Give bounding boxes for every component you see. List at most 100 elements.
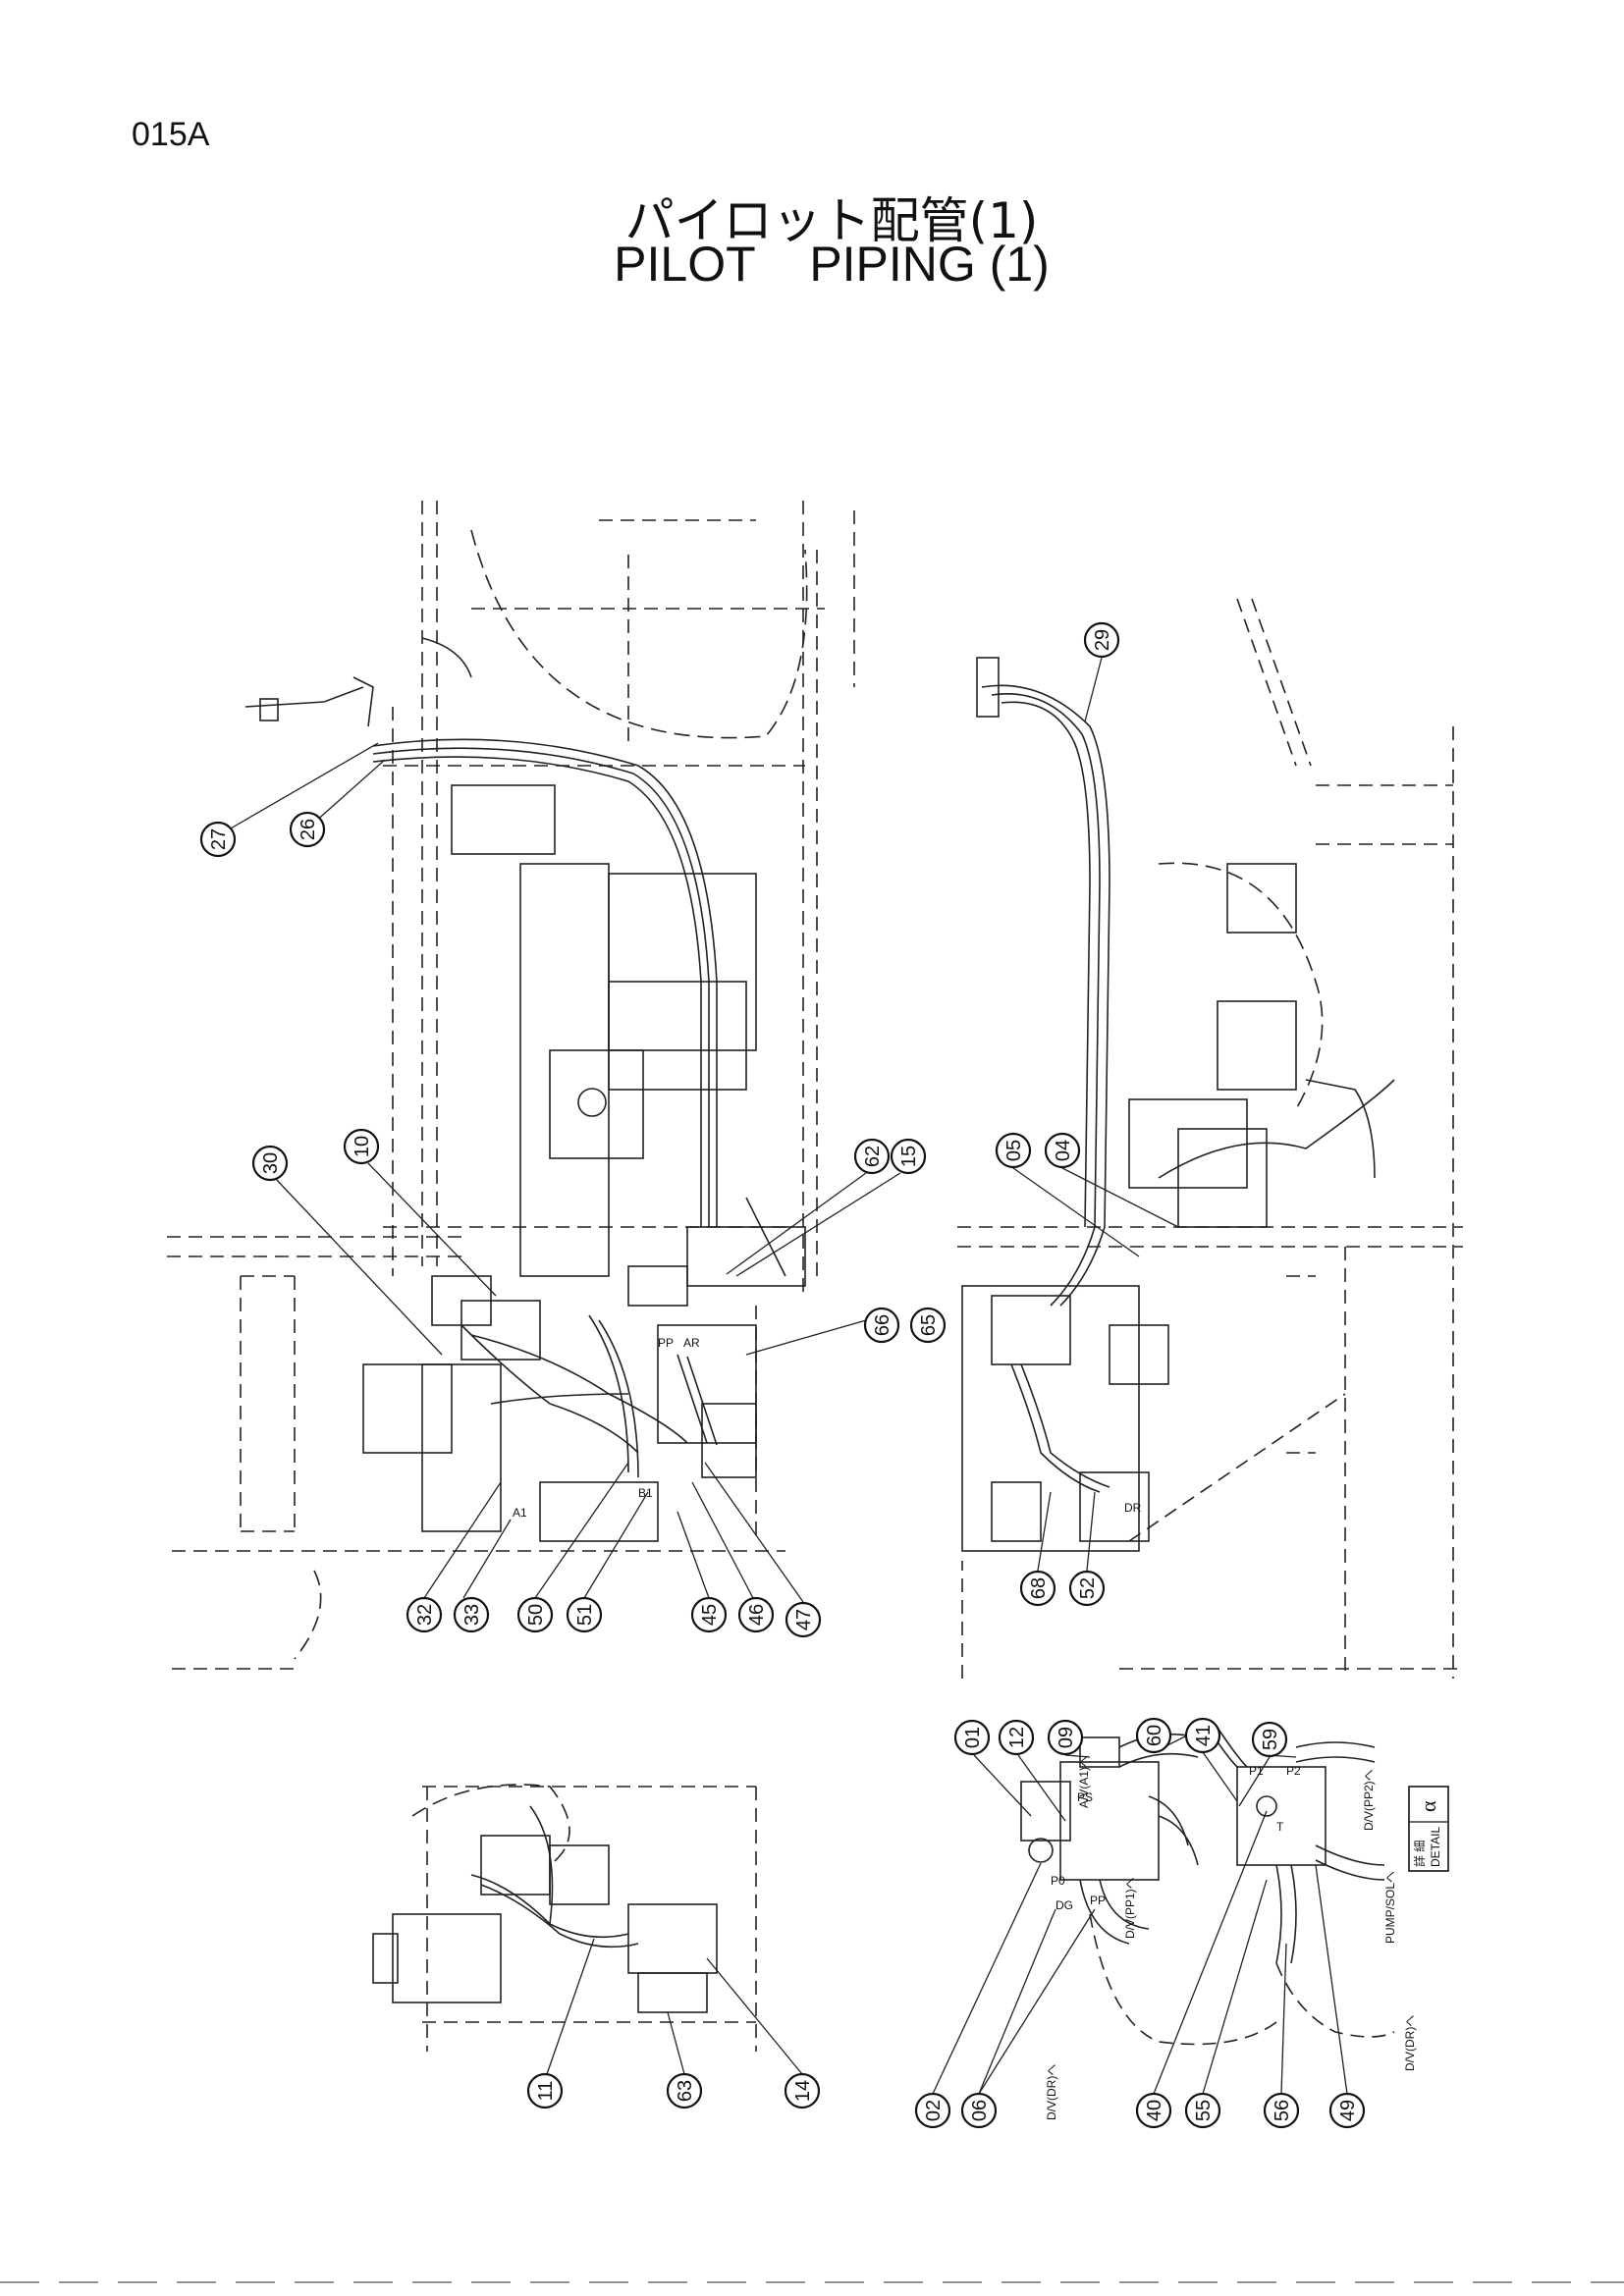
detail-label-jp: 詳 細 (1412, 1841, 1427, 1867)
callout-27: 27 (199, 821, 237, 858)
right-main-view: DR (957, 598, 1463, 1679)
callout-29: 29 (1083, 621, 1120, 659)
port-t: T (1276, 1820, 1284, 1834)
callout-15: 15 (890, 1138, 927, 1175)
svg-text:09: 09 (1056, 1727, 1077, 1748)
callout-41: 41 (1184, 1717, 1221, 1754)
callout-49: 49 (1328, 2092, 1366, 2129)
svg-text:11: 11 (535, 2081, 557, 2102)
svg-text:12: 12 (1006, 1727, 1028, 1748)
port-p2: P2 (1286, 1764, 1301, 1778)
detail-alpha-label: 詳 細 DETAIL α (1408, 1786, 1449, 1872)
port-p1: P1 (1249, 1764, 1264, 1778)
svg-text:46: 46 (746, 1604, 768, 1626)
callout-01: 01 (953, 1719, 991, 1756)
detail-letter: α (1416, 1800, 1440, 1812)
detail-alpha: PS P0 DG PP P1 P2 T (1020, 1727, 1395, 2046)
svg-text:33: 33 (461, 1604, 483, 1626)
callout-33: 33 (453, 1596, 490, 1633)
svg-text:50: 50 (525, 1604, 547, 1626)
callout-45: 45 (690, 1596, 728, 1633)
svg-text:27: 27 (208, 828, 230, 850)
port-ar: AR (683, 1336, 700, 1350)
svg-text:56: 56 (1272, 2100, 1293, 2121)
left-main-view: PP AR B1 A1 (167, 501, 855, 1670)
svg-text:68: 68 (1028, 1577, 1050, 1599)
svg-text:04: 04 (1053, 1140, 1074, 1161)
callout-30: 30 (251, 1145, 289, 1182)
svg-text:10: 10 (352, 1136, 373, 1157)
callout-14: 14 (784, 2072, 821, 2109)
svg-text:29: 29 (1092, 629, 1113, 651)
page-title-jp: パイロット配管(1) (624, 192, 1039, 249)
callout-66: 66 (863, 1307, 900, 1344)
callout-40: 40 (1135, 2092, 1172, 2129)
callout-47: 47 (785, 1601, 822, 1638)
callout-06: 06 (960, 2092, 998, 2129)
detail-label-en: DETAIL (1429, 1827, 1442, 1867)
svg-text:65: 65 (918, 1314, 940, 1336)
svg-text:30: 30 (260, 1152, 282, 1174)
callout-55: 55 (1184, 2092, 1221, 2129)
svg-text:40: 40 (1144, 2100, 1165, 2121)
callout-52: 52 (1068, 1570, 1106, 1607)
callout-05: 05 (995, 1132, 1032, 1169)
callout-56: 56 (1263, 2092, 1300, 2129)
svg-text:49: 49 (1337, 2100, 1359, 2121)
svg-text:45: 45 (699, 1604, 721, 1626)
pipe-labels: A/V(A1)へ D/V(PP1)へ D/V(DR)へ D/V(PP2)へ PU… (1045, 1755, 1417, 2120)
svg-text:51: 51 (574, 1604, 596, 1626)
callout-11: 11 (526, 2072, 564, 2109)
page-code: 015A (132, 116, 210, 153)
leader-lines (223, 657, 1348, 2095)
callouts: 27 26 29 30 10 62 15 05 04 66 65 32 33 5… (199, 621, 1366, 2129)
svg-text:01: 01 (962, 1727, 984, 1748)
callout-63: 63 (666, 2072, 703, 2109)
svg-text:41: 41 (1193, 1725, 1215, 1746)
callout-59: 59 (1251, 1721, 1288, 1758)
pipe-label-dv-dr-left: D/V(DR)へ (1045, 2064, 1058, 2120)
callout-46: 46 (737, 1596, 775, 1633)
callout-51: 51 (566, 1596, 603, 1633)
pipe-label-dv-pp2: D/V(PP2)へ (1362, 1769, 1376, 1831)
port-p0: P0 (1051, 1874, 1065, 1888)
port-b1: B1 (638, 1486, 653, 1500)
svg-text:60: 60 (1144, 1725, 1165, 1746)
bottom-left-detail (372, 1784, 757, 2052)
callout-02: 02 (914, 2092, 951, 2129)
callout-09: 09 (1047, 1719, 1084, 1756)
callout-60: 60 (1135, 1717, 1172, 1754)
svg-text:26: 26 (298, 819, 319, 840)
callout-26: 26 (289, 811, 326, 848)
port-ps: PS (1077, 1790, 1093, 1804)
svg-text:55: 55 (1193, 2100, 1215, 2121)
port-pp-left: PP (658, 1336, 674, 1350)
callout-04: 04 (1044, 1132, 1081, 1169)
page-title-en: PILOT PIPING (1) (614, 237, 1050, 292)
svg-text:02: 02 (923, 2100, 945, 2121)
callout-12: 12 (998, 1719, 1035, 1756)
svg-text:63: 63 (675, 2080, 696, 2102)
callout-10: 10 (343, 1128, 380, 1165)
svg-text:32: 32 (414, 1604, 436, 1626)
pipe-label-dv-dr-right: D/V(DR)へ (1403, 2015, 1417, 2071)
port-dr-right-view: DR (1124, 1501, 1142, 1515)
svg-text:15: 15 (898, 1146, 920, 1167)
svg-text:62: 62 (862, 1146, 884, 1167)
svg-text:06: 06 (969, 2100, 991, 2121)
pipe-label-dv-pp1: D/V(PP1)へ (1123, 1877, 1137, 1939)
pipe-label-av-a1: A/V(A1)へ (1077, 1755, 1091, 1808)
svg-text:14: 14 (792, 2080, 814, 2102)
pipe-label-pump-sol: PUMP/SOLへ (1383, 1871, 1397, 1944)
port-dg: DG (1056, 1898, 1073, 1912)
callout-50: 50 (516, 1596, 554, 1633)
port-a1: A1 (513, 1506, 527, 1520)
callout-68: 68 (1019, 1570, 1056, 1607)
port-pp-detail: PP (1090, 1894, 1106, 1907)
svg-text:47: 47 (793, 1609, 815, 1630)
svg-text:52: 52 (1077, 1577, 1099, 1599)
svg-text:59: 59 (1260, 1729, 1281, 1750)
svg-text:66: 66 (872, 1314, 893, 1336)
callout-32: 32 (406, 1596, 443, 1633)
